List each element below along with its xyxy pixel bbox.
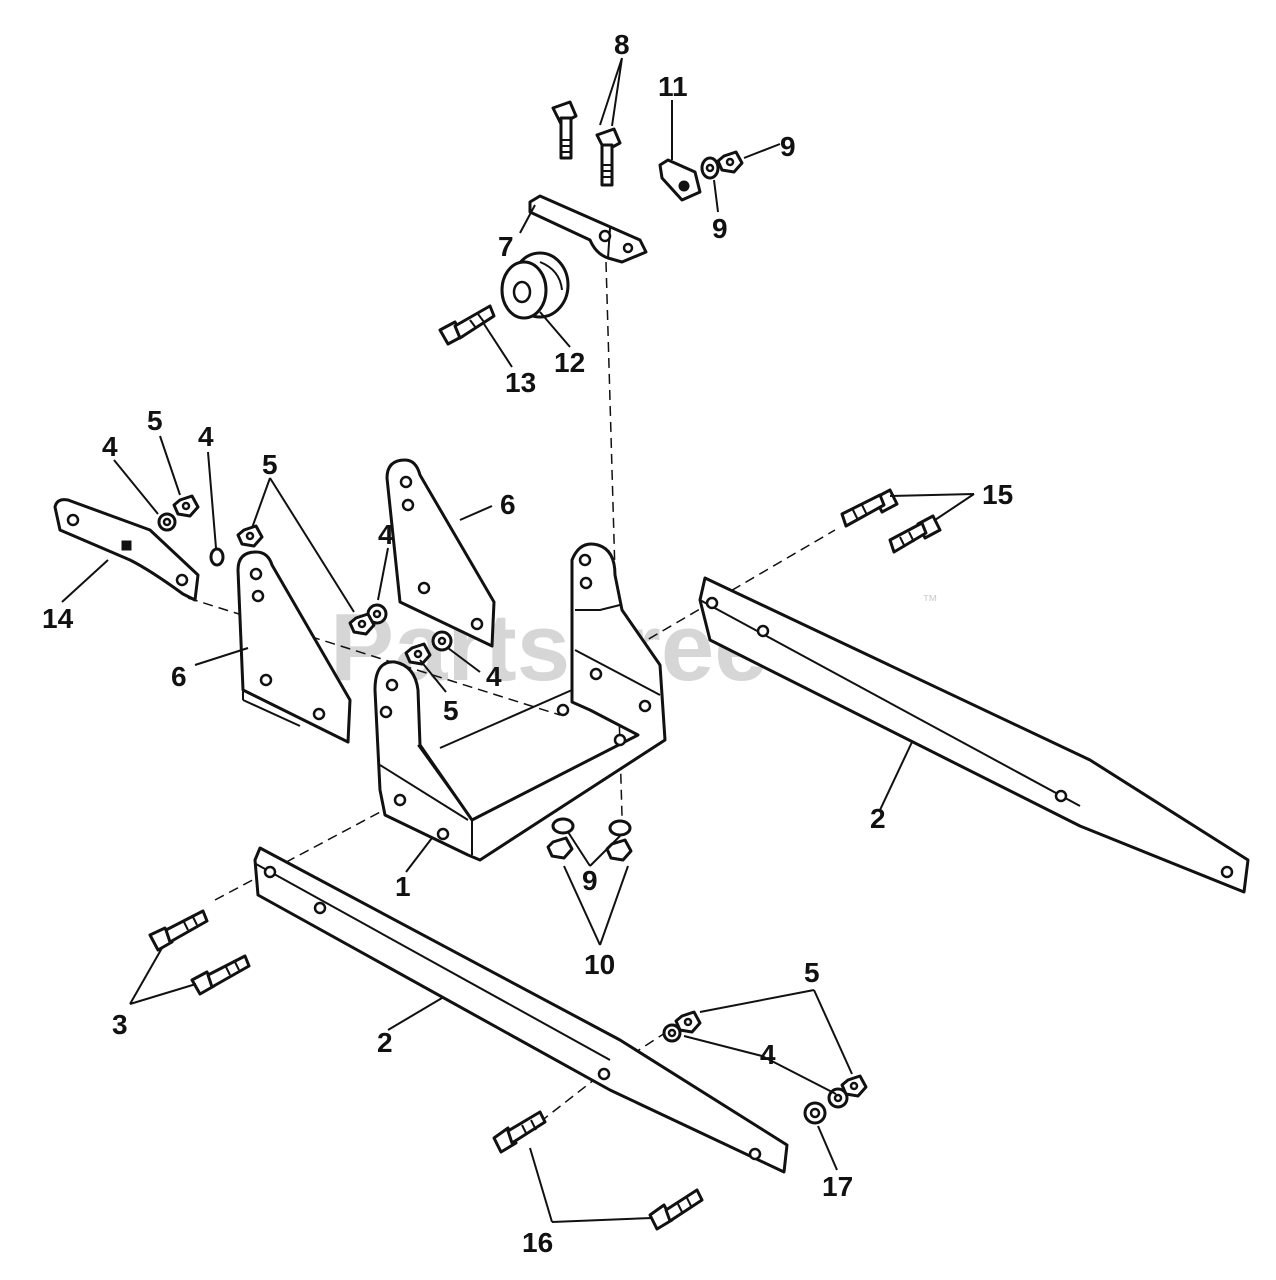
bolt [190, 954, 251, 996]
washer [551, 817, 575, 835]
callout-6: 6 [500, 489, 516, 520]
washer [209, 547, 225, 567]
callout-11: 11 [658, 71, 688, 102]
callout-6: 6 [171, 661, 187, 692]
nut [348, 612, 376, 636]
upper-bracket [528, 194, 648, 264]
small-bar [53, 498, 200, 602]
long-bar-bottom [253, 846, 789, 1174]
assembly-line [634, 529, 836, 648]
bolt [595, 127, 622, 187]
callout-5: 5 [147, 405, 163, 436]
callout-5: 5 [262, 449, 278, 480]
washer [700, 156, 720, 180]
callout-7: 7 [498, 231, 514, 262]
washer [431, 630, 453, 652]
callout-2: 2 [870, 803, 886, 834]
nut [546, 836, 574, 860]
callout-2: 2 [377, 1027, 393, 1058]
nut [840, 1074, 868, 1098]
clip [658, 158, 702, 202]
leader-lines [61, 57, 975, 1223]
bolt [492, 1110, 547, 1154]
watermark-trademark: ™ [922, 593, 938, 610]
assembly-line [605, 261, 623, 817]
callout-4: 4 [198, 421, 214, 452]
callout-4: 4 [102, 431, 118, 462]
callout-15: 15 [982, 479, 1013, 510]
plate-right [385, 458, 496, 648]
nut [605, 838, 633, 862]
washer [608, 819, 632, 837]
callout-5: 5 [443, 695, 459, 726]
bolt [438, 304, 496, 346]
bolt [888, 514, 942, 554]
nut [674, 1010, 702, 1034]
callout-10: 9 [780, 131, 796, 162]
nut [236, 524, 264, 548]
callout-1: 1 [395, 871, 411, 902]
callout-4: 4 [760, 1039, 776, 1070]
callout-9: 9 [712, 213, 728, 244]
callout-9: 9 [582, 865, 598, 896]
callout-14: 14 [42, 603, 74, 634]
bolt [148, 909, 209, 952]
bolt [648, 1188, 704, 1231]
long-bar-right [698, 576, 1250, 894]
callout-3: 3 [112, 1009, 128, 1040]
nut [716, 150, 744, 174]
nut [172, 494, 200, 518]
callout-labels: 8 11 9 9 7 12 13 5 4 4 5 6 4 14 6 4 5 1 … [42, 29, 1013, 1258]
washer [803, 1101, 827, 1125]
callout-4: 4 [486, 661, 502, 692]
pulley [500, 251, 570, 320]
bolt [551, 100, 578, 160]
callout-13: 13 [505, 367, 536, 398]
callout-17: 17 [822, 1171, 853, 1202]
callout-5: 5 [804, 957, 820, 988]
plate-left [236, 550, 352, 744]
washer [827, 1087, 849, 1109]
callout-4: 4 [378, 519, 394, 550]
washer [662, 1023, 682, 1043]
callout-8: 8 [614, 29, 630, 60]
main-bracket [373, 542, 667, 862]
washer [157, 512, 177, 532]
callout-10: 10 [584, 949, 615, 980]
callout-12: 12 [554, 347, 585, 378]
bolt [840, 488, 899, 528]
callout-16: 16 [522, 1227, 553, 1258]
